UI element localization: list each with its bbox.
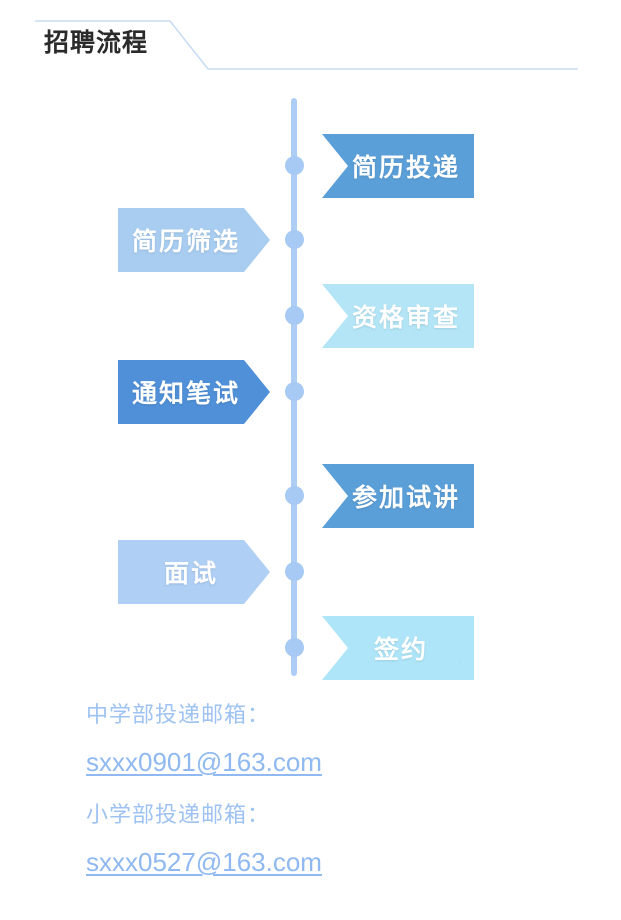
flow-step-banner-2: 简历筛选 (118, 208, 270, 272)
banner-shape-5 (322, 464, 474, 528)
email-block-2: 小学部投递邮箱： sxxx0527@163.com (0, 792, 621, 886)
email-link-1[interactable]: sxxx0901@163.com (86, 747, 322, 777)
flow-step-banner-4: 通知笔试 (118, 360, 270, 424)
timeline-dot-1 (285, 156, 304, 175)
email-label-2: 小学部投递邮箱： (86, 802, 271, 827)
recruitment-flow-timeline: 简历投递简历筛选资格审查通知笔试参加试讲面试签约 (0, 92, 621, 692)
banner-shape-4 (118, 360, 270, 424)
page-title: 招聘流程 (44, 29, 149, 57)
page-header: 招聘流程 (0, 0, 621, 90)
flow-step-banner-5: 参加试讲 (322, 464, 474, 528)
flow-step-label-1: 简历投递 (352, 154, 461, 182)
flow-step-label-3: 资格审查 (352, 304, 461, 332)
email-label-1: 中学部投递邮箱： (86, 702, 271, 727)
email-block-1: 中学部投递邮箱： sxxx0901@163.com (0, 692, 621, 786)
email-contact-section: 中学部投递邮箱： sxxx0901@163.com 小学部投递邮箱： sxxx0527… (0, 692, 621, 892)
banner-shape-1 (322, 134, 474, 198)
timeline-dot-2 (285, 230, 304, 249)
timeline-dot-7 (285, 638, 304, 657)
timeline-dot-5 (285, 486, 304, 505)
banner-shape-2 (118, 208, 270, 272)
header-decoration-line (35, 20, 578, 70)
timeline-dot-6 (285, 562, 304, 581)
banner-shape-7 (322, 616, 474, 680)
timeline-dot-3 (285, 306, 304, 325)
flow-step-banner-1: 简历投递 (322, 134, 474, 198)
flow-step-label-4: 通知笔试 (131, 380, 240, 408)
flow-step-label-2: 简历筛选 (131, 228, 240, 256)
flow-step-banner-6: 面试 (118, 540, 270, 604)
banner-shape-6 (118, 540, 270, 604)
flow-step-banner-7: 签约 (322, 616, 474, 680)
flow-step-banner-3: 资格审查 (322, 284, 474, 348)
flow-step-label-6: 面试 (163, 560, 218, 588)
flow-step-label-5: 参加试讲 (352, 484, 461, 512)
flow-step-label-7: 签约 (374, 636, 429, 664)
timeline-dot-4 (285, 382, 304, 401)
email-link-2[interactable]: sxxx0527@163.com (86, 847, 322, 877)
banner-shape-3 (322, 284, 474, 348)
